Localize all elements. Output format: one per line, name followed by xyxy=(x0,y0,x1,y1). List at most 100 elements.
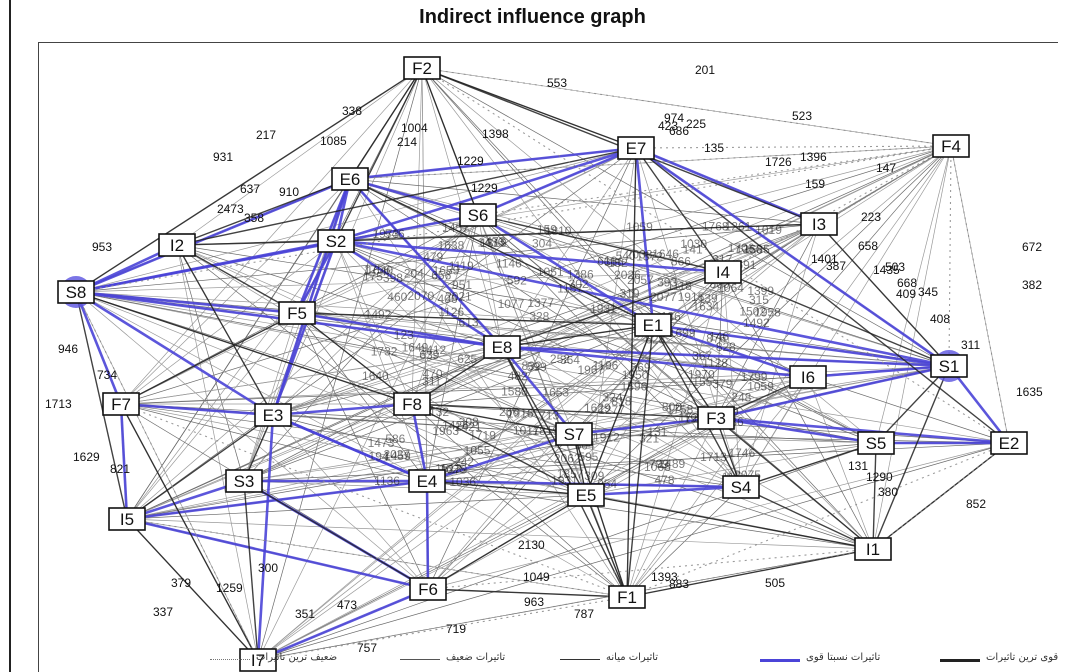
edge-weight-label: 523 xyxy=(792,109,812,123)
edge-weight-label: 225 xyxy=(686,117,706,131)
edge-weight-label: 1635 xyxy=(1016,385,1043,399)
edge-weight-labels: 1187569613152202110512077193114471459799… xyxy=(45,63,1043,655)
dense-label-noise: 1810 xyxy=(545,224,572,238)
edge-line-thin xyxy=(296,312,950,367)
node-F8: F8 xyxy=(393,392,431,416)
edge-line-thin xyxy=(176,244,575,435)
edge-line-thin xyxy=(243,145,952,482)
node-F6: F6 xyxy=(409,577,447,601)
edge-E1-S4 xyxy=(652,324,742,488)
node-label: F3 xyxy=(706,409,726,428)
dense-label-noise: 470 xyxy=(423,367,443,381)
legend-label: تاثیرات میانه xyxy=(606,652,659,663)
edge-E4-E5 xyxy=(426,480,587,496)
edge-line-thin xyxy=(120,403,742,488)
edge-E2-I1 xyxy=(872,442,1010,550)
edge-line-thin xyxy=(427,147,637,590)
edge-S6-E1 xyxy=(477,213,654,327)
edge-S6-F4 xyxy=(477,145,952,216)
dense-label-noise: 2077 xyxy=(650,290,677,304)
dense-label-noise: 398 xyxy=(383,271,403,285)
dense-label-noise: 1502 xyxy=(739,305,766,319)
edge-I5-F1 xyxy=(126,518,628,598)
dense-label-noise: 1356 xyxy=(736,242,763,256)
dense-label-noise: 876 xyxy=(706,331,726,345)
node-box xyxy=(239,648,277,672)
dense-label-noise: 460 xyxy=(387,290,407,304)
dense-label-noise: 618 xyxy=(597,254,617,268)
dense-label-noise: 146 xyxy=(709,329,729,343)
chart-title: Indirect influence graph xyxy=(419,6,646,28)
edge-weight-label: 408 xyxy=(930,312,950,326)
dense-label-noise: 1638 xyxy=(438,238,465,252)
edge-line-thin xyxy=(426,442,877,482)
dense-label-noise: 799 xyxy=(649,457,669,471)
edge-E8-F1 xyxy=(501,346,628,598)
edge-line-thin xyxy=(335,240,874,550)
edge-weight-label: 1085 xyxy=(320,134,347,148)
dense-label-noise: 1319 xyxy=(480,236,507,250)
node-S5: S5 xyxy=(857,431,895,455)
edge-line-thin xyxy=(176,244,259,661)
edge-E2-F4 xyxy=(950,145,1010,444)
node-label: E3 xyxy=(263,406,284,425)
dense-label-noise: 595 xyxy=(578,450,598,464)
dense-label-noise: 304 xyxy=(532,236,552,250)
dense-label-noise: 315 xyxy=(749,293,769,307)
dense-label-noise: 324 xyxy=(603,391,623,405)
dense-label-noise: 1059 xyxy=(626,220,653,234)
edge-S1-F4 xyxy=(948,145,952,367)
node-box xyxy=(331,167,369,191)
edge-weight-label: 351 xyxy=(295,607,315,621)
node-S1: S1 xyxy=(930,354,968,378)
node-I6: I6 xyxy=(789,365,827,389)
dense-label-noise: 473 xyxy=(485,235,505,249)
edge-weight-label: 637 xyxy=(240,182,260,196)
dense-label-noise: 713 xyxy=(539,409,559,423)
node-label: S6 xyxy=(468,206,489,225)
node-label: S2 xyxy=(326,232,347,251)
dense-label-noise: 2026 xyxy=(614,268,641,282)
edge-line-thin xyxy=(477,214,575,435)
dense-label-noise: 309 xyxy=(584,469,604,483)
edge-line-thin xyxy=(75,291,587,496)
edge-line-thin xyxy=(335,240,717,419)
legend-swatch xyxy=(400,659,440,660)
edge-I4-S1 xyxy=(722,271,950,367)
dense-label-noise: 1146 xyxy=(496,257,522,271)
edge-S8-I7 xyxy=(75,291,259,661)
edge-I4-E8 xyxy=(501,271,724,348)
node-box xyxy=(555,422,593,446)
node-label: F1 xyxy=(617,588,637,607)
dense-label-noise: 1967 xyxy=(577,363,604,377)
edge-line-thin xyxy=(296,312,428,482)
dense-label-noise: 546 xyxy=(385,227,405,241)
edge-weight-label: 672 xyxy=(1022,240,1042,254)
edge-weight-label: 1004 xyxy=(401,121,428,135)
node-label: E1 xyxy=(643,316,664,335)
edge-E8-I6 xyxy=(501,345,809,379)
edge-line-thin xyxy=(120,346,503,405)
edge-F5-F8 xyxy=(296,312,413,405)
edge-E6-E3 xyxy=(271,178,352,416)
edge-line-thin xyxy=(243,271,724,482)
edge-I1-F1 xyxy=(626,548,874,598)
dense-label-noise: 155 xyxy=(692,375,712,389)
edge-line-thin xyxy=(427,442,1010,590)
edge-weight-label: 787 xyxy=(574,607,594,621)
edge-I7-E3 xyxy=(256,414,275,661)
edge-line-thin xyxy=(120,376,809,405)
dense-label-noise: 639 xyxy=(419,348,439,362)
edge-line-thin xyxy=(272,414,575,435)
edge-S2-I2 xyxy=(176,240,337,246)
dense-label-noise: 1732 xyxy=(371,344,398,358)
dense-label-noise: 1931 xyxy=(590,302,617,316)
node-F2: F2 xyxy=(403,56,441,80)
node-label: E6 xyxy=(340,170,361,189)
edge-weight-label: 423 xyxy=(658,119,678,133)
edge-line-thin xyxy=(807,376,1010,444)
edge-E1-F1 xyxy=(626,324,654,598)
edge-weight-label: 473 xyxy=(337,598,357,612)
node-I7: I7 xyxy=(239,648,277,672)
edge-line-thin xyxy=(573,223,820,435)
